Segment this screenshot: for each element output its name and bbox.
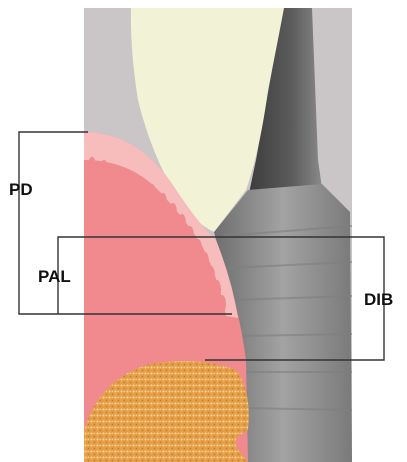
pal-label: PAL [38,268,71,285]
dib-label: DIB [364,291,393,308]
pd-label: PD [9,181,33,198]
